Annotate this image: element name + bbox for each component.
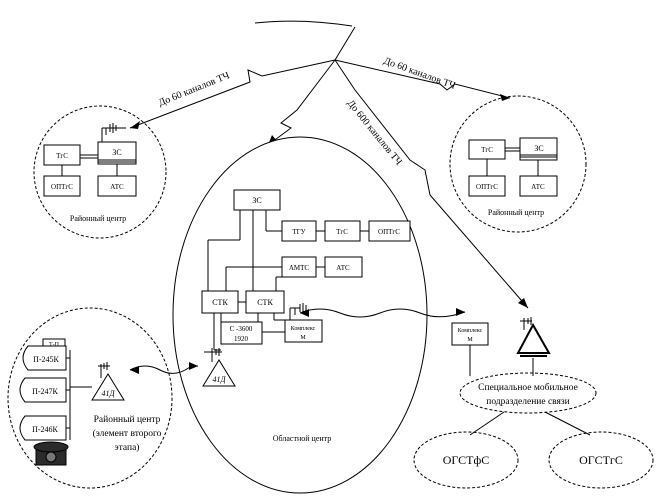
link-oblast-mobile [299, 308, 466, 318]
p246-label: П-246К [32, 425, 58, 434]
oblast-antenna-icon [289, 303, 307, 320]
district2-caption-line1: Районный центр [94, 414, 161, 425]
district2-top-tab-label: Т-П [49, 342, 60, 348]
ogstrs-label: ОГСТгС [579, 453, 623, 467]
oblast-optrs-label: ОПТгС [378, 228, 400, 236]
telephone-icon [33, 441, 69, 466]
left-ats-label: АТС [110, 183, 124, 191]
oblast-tgu-label: ТГУ [292, 228, 305, 236]
right-optrs-label: ОПТгС [476, 183, 498, 191]
mobile-kompleks-line1: Комплекс [458, 328, 483, 334]
p245-label: П-245К [33, 355, 59, 364]
p245-vehicle [22, 345, 67, 371]
left-district-center: ТгС ЗС ОПТгС АТС Районный центр [33, 105, 167, 239]
mobile-antenna-icon [516, 317, 551, 357]
oblast-stk1-label: СТК [212, 298, 228, 307]
oblast-amts-label: АМТС [289, 264, 310, 272]
oblast-stk2-label: СТК [257, 298, 273, 307]
oblast-c3600-line2: 1920 [234, 335, 249, 343]
mobile-unit: Комплекс М Специальное мобильное подразд… [413, 317, 654, 489]
mobile-unit-line1: Специальное мобильное [478, 382, 578, 393]
wave-links [129, 308, 466, 374]
oblast-c3600-line1: С -3600 [230, 325, 253, 333]
ogstfs-node [413, 431, 519, 489]
oblast-center: ЗС ТГУ ТгС ОПТгС АМТС АТС СТК СТК С -360… [172, 136, 428, 494]
district2-boundary [7, 307, 173, 489]
oblast-zs-label: ЗС [252, 196, 261, 205]
right-trs-label: ТгС [481, 146, 493, 154]
mobile-kompleks-line2: М [467, 337, 473, 343]
district-second-stage: Т-П П-245К П-247К П-246К 41Д Районный це… [7, 307, 173, 489]
oblast-kompleks-box [284, 319, 323, 343]
district2-caption-line3: этапа) [115, 442, 140, 453]
oblast-c3600-box [220, 321, 263, 345]
link-district2-oblast [129, 365, 199, 374]
mobile-unit-boundary [459, 372, 597, 414]
p247-label: П-247К [32, 387, 58, 396]
left-optrs-label: ОПТгС [51, 183, 73, 191]
right-zs-label: ЗС [534, 144, 543, 153]
right-center-caption: Районный центр [488, 208, 544, 217]
oblast-station-label: 41Д [212, 375, 226, 384]
link-left-center [129, 59, 336, 129]
p247-vehicle [19, 377, 67, 403]
district2-41d-station: 41Д [91, 362, 125, 401]
link-right-center [334, 59, 511, 99]
district2-caption-line2: (элемент второго [93, 428, 162, 439]
left-center-boundary [33, 105, 167, 239]
right-ats-label: АТС [531, 183, 545, 191]
oblast-41d-station: 41Д [202, 348, 236, 387]
left-zs-label: ЗС [112, 148, 121, 157]
oblast-center-caption: Областной центр [273, 434, 332, 443]
oblast-ats-label: АТС [336, 264, 350, 272]
oblast-wiring [207, 210, 299, 351]
left-center-caption: Районный центр [70, 214, 126, 223]
p246-vehicle [19, 415, 67, 441]
right-center-boundary [449, 95, 587, 233]
oblast-trs-label: ТгС [336, 228, 348, 236]
top-arc [254, 20, 353, 27]
left-antenna-icon [101, 123, 126, 142]
oblast-kompleks-line2: М [300, 335, 306, 341]
left-trs-label: ТгС [56, 152, 68, 160]
mobile-unit-line2: подразделение связи [486, 397, 570, 407]
district2-station-label: 41Д [101, 389, 115, 398]
right-district-center: ТгС ЗС ОПТгС АТС Районный центр [449, 95, 587, 233]
link-mobile-unit [334, 59, 529, 309]
link-oblast-center [267, 59, 336, 146]
ogstfs-label: ОГСТфС [443, 453, 490, 467]
ogstrs-node [548, 431, 654, 489]
oblast-kompleks-line1: Комплекс [291, 326, 316, 332]
